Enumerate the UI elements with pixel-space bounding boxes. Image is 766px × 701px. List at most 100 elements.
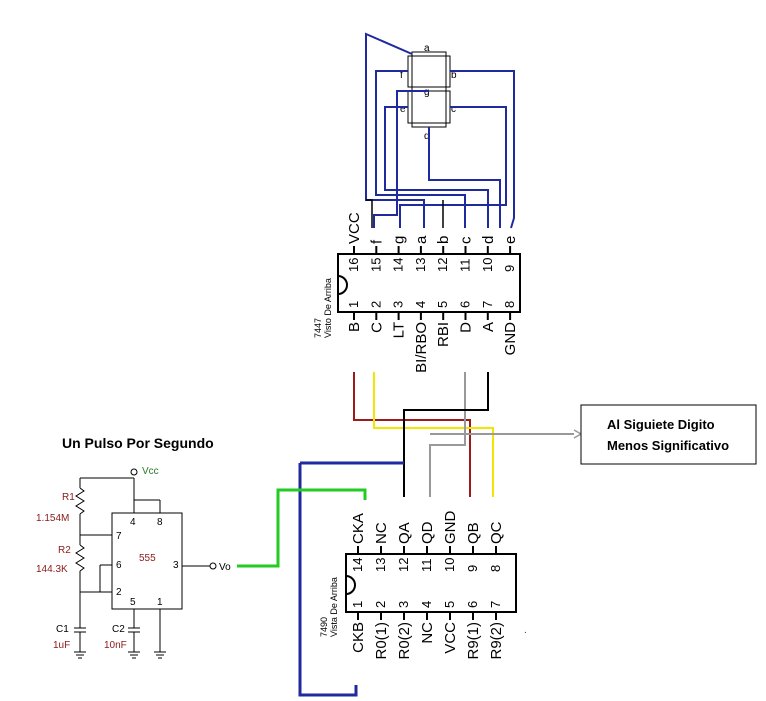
ic7447-top-pin-number: 12 [435,258,450,272]
output-label: Vo [219,562,231,573]
ic7447-top-pin-label: d [480,236,497,244]
vcc-label: Vcc [142,466,159,477]
ic7447-bottom-pin-label: A [480,322,497,332]
ic7490-bottom-pin-label: VCC [442,622,459,654]
ic7490-top-pin-number: 9 [465,565,480,572]
ic7490-bottom-pin-label: R0(2) [396,622,413,660]
ic7490-top-pin-label: GND [442,511,459,545]
timer-pin-6: 6 [116,560,122,571]
vcc-terminal-icon [130,468,138,476]
resistor-r1-icon [75,487,85,515]
timer-pin-8: 8 [157,517,163,528]
timer-chip-label: 555 [139,553,156,564]
ic7447-top-pin-label: c [458,236,475,244]
ic7490-top-pin-label: QB [465,522,482,544]
segment-e [407,90,413,124]
chip-7447-notch [337,275,348,295]
chip-7490-body [345,553,517,613]
ic7447-top-pin-label: b [435,236,452,244]
ic7447-top-pin-label: e [502,236,519,244]
ic7490-top-pin-number: 8 [488,565,503,572]
chip-7447 [337,253,521,313]
timer-555-body [111,512,183,610]
ic7447-top-pin-label: VCC [346,212,363,244]
ic7447-top-pin-number: 11 [458,259,473,273]
chip-7490-view-label: Vista De Arriba [329,577,339,637]
ic7447-bottom-pin-label: RBI [435,322,452,347]
r1-name: R1 [62,492,75,503]
segment-d [411,122,447,128]
ic7447-bottom-pin-label: GND [502,322,519,356]
segment-c [445,90,451,124]
chip-7490-name: 7490 [319,617,329,637]
c2-name: C2 [112,624,125,635]
segment-f [407,55,413,88]
ic7490-bottom-pin-number: 4 [419,601,434,608]
segment-b [445,55,451,88]
display-wires [365,32,515,229]
note-line-1: Al Siguiete Digito [607,417,715,432]
ic7447-bottom-pin-number: 2 [368,301,383,308]
ic7490-bottom-pin-number: 6 [465,601,480,608]
chip-7447-body [337,253,521,313]
output-terminal-icon [209,562,217,570]
ic7447-bottom-pin-number: 5 [435,301,450,308]
ic7490-bottom-pin-label: R0(1) [373,622,390,660]
c1-value: 1uF [53,640,70,651]
ic7447-top-pin-label: a [413,235,430,244]
wire-qc-to-c [373,372,494,497]
ic7490-bottom-pin-number: 5 [442,601,457,608]
timer-pin-5: 5 [130,597,136,608]
segment-label-a: a [424,43,430,54]
timer-pin-1: 1 [157,597,163,608]
ic7490-bottom-pin-number: 3 [396,601,411,608]
ic7447-bottom-pin-number: 8 [502,301,517,308]
ic7490-bottom-pin-label: R9(1) [465,622,482,660]
ic7447-bottom-pin-label: D [458,322,475,333]
note-box [580,404,757,465]
chip-7490-notch [345,575,356,595]
wire-qa-to-a [403,372,489,497]
note-line-2: Menos Significativo [607,438,729,453]
ic7490-top-pin-number: 12 [396,558,411,572]
ic7490-top-pin-number: 14 [350,558,365,572]
segment-label-d: d [424,131,430,142]
ic7490-bottom-pin-label: NC [419,622,436,644]
timer-pin-2: 2 [116,587,122,598]
ic7490-top-pin-label: QD [419,521,436,544]
ic7447-top-pin-number: 13 [413,258,428,272]
timer-pin-7: 7 [116,531,122,542]
r2-name: R2 [58,545,71,556]
diagram-title: Un Pulso Por Segundo [62,435,214,451]
ic7490-top-pin-label: CKA [350,513,367,544]
ic7490-top-pin-number: 11 [419,559,434,573]
segment-label-b: b [451,70,457,81]
arrow-icon [573,429,583,439]
c2-value: 10nF [104,640,127,651]
timer-pin-3: 3 [173,560,179,571]
ic7490-top-pin-number: 13 [373,558,388,572]
ic7447-bottom-pin-label: LT [391,322,408,338]
segment-label-c: c [451,104,456,115]
ic7447-bottom-pin-label: B [346,322,363,332]
ic7490-top-pin-label: QC [488,521,505,544]
ic7447-top-pin-label: f [368,239,385,244]
ic7490-top-pin-number: 10 [442,558,457,572]
chip-7490 [345,553,517,613]
ic7447-bottom-pin-label: C [368,322,385,333]
segment-label-e: e [400,104,406,115]
ic7447-top-pin-number: 16 [346,258,361,272]
ic7447-bottom-pin-number: 7 [480,301,495,308]
ic7447-bottom-pin-number: 6 [458,301,473,308]
ic7447-top-pin-number: 9 [502,265,517,272]
ic7447-bottom-pin-number: 3 [391,301,406,308]
stray-mark: . [524,625,527,636]
ic7490-bottom-pin-number: 1 [350,601,365,608]
ic7447-top-pin-label: g [391,236,408,244]
r2-value: 144.3K [36,564,68,575]
ic7490-bottom-pin-number: 7 [488,601,503,608]
